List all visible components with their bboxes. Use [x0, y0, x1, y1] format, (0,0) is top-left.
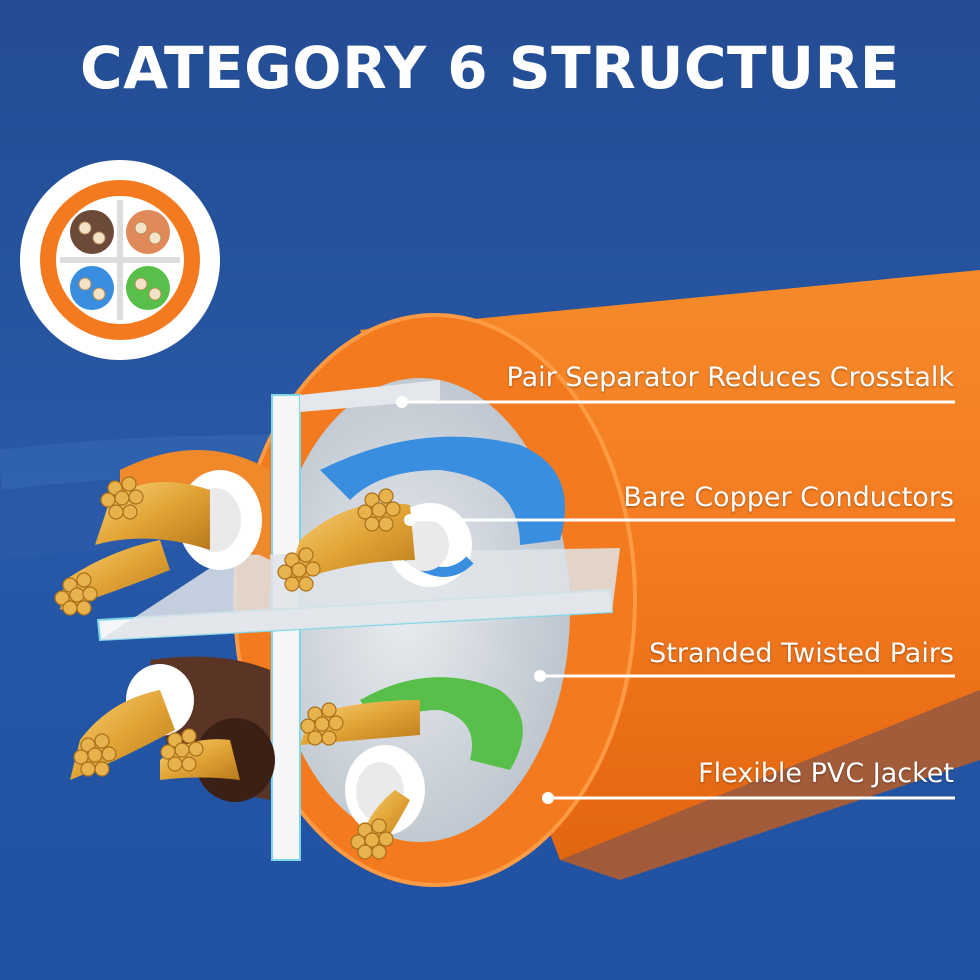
callout-pair-separator: Pair Separator Reduces Crosstalk: [506, 362, 954, 393]
callout-pvc-jacket: Flexible PVC Jacket: [698, 758, 954, 789]
copper-strand-ends: [54, 476, 401, 860]
callout-leaders: [396, 396, 955, 804]
brown-pair: [70, 656, 275, 802]
callout-copper-conductors: Bare Copper Conductors: [623, 482, 954, 513]
callout-twisted-pairs: Stranded Twisted Pairs: [649, 638, 954, 669]
cable-cross-section-icon: [20, 160, 220, 360]
orange-pair: [60, 450, 270, 610]
pair-separator: [96, 380, 620, 861]
page-title: CATEGORY 6 STRUCTURE: [80, 34, 900, 102]
